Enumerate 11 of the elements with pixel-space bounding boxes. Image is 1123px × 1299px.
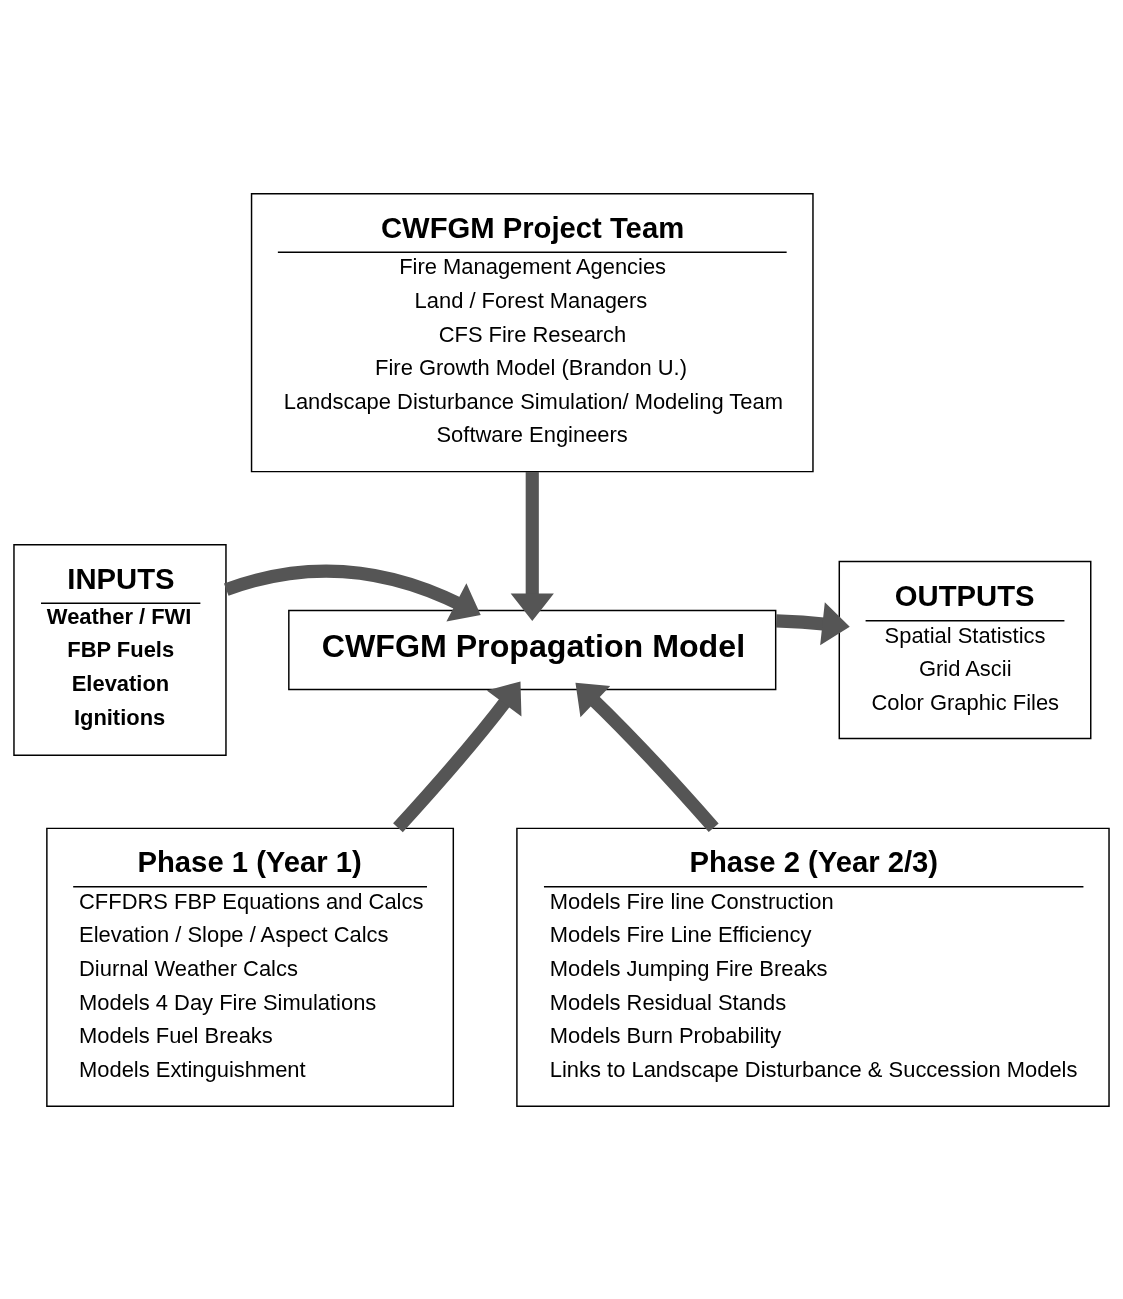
arrow bbox=[575, 682, 719, 832]
arrow bbox=[224, 564, 481, 622]
arrow bbox=[510, 471, 554, 621]
arrow bbox=[393, 680, 522, 832]
node-box: INPUTS Weather / FWI FBP Fuels Elevation Ignitions bbox=[13, 543, 227, 756]
node-box: Phase 2 (Year 2/3) Models Fire line Construction Models Fire Line Efficiency Models Jumping Fire Breaks Models Residual Stands Models Burn Probability Links to Landscape Disturbance & Succession Models bbox=[516, 827, 1110, 1107]
arrow bbox=[775, 601, 850, 645]
node-box: CWFGM Propagation Model bbox=[288, 609, 777, 690]
node-box: Phase 1 (Year 1) CFFDRS FBP Equations and Calcs Elevation / Slope / Aspect Calcs Diurnal Weather Calcs Models 4 Day Fire Simulations Models Fuel Breaks Models Extinguishment bbox=[46, 827, 455, 1107]
node-box: OUTPUTS Spatial Statistics Grid Ascii Color Graphic Files bbox=[838, 560, 1092, 739]
node-box: CWFGM Project Team Fire Management Agencies Land / Forest Managers CFS Fire Research Fire Growth Model (Brandon U.) Landscape Disturbance Simulation/ Modeling Team Software Engineers bbox=[250, 192, 814, 472]
